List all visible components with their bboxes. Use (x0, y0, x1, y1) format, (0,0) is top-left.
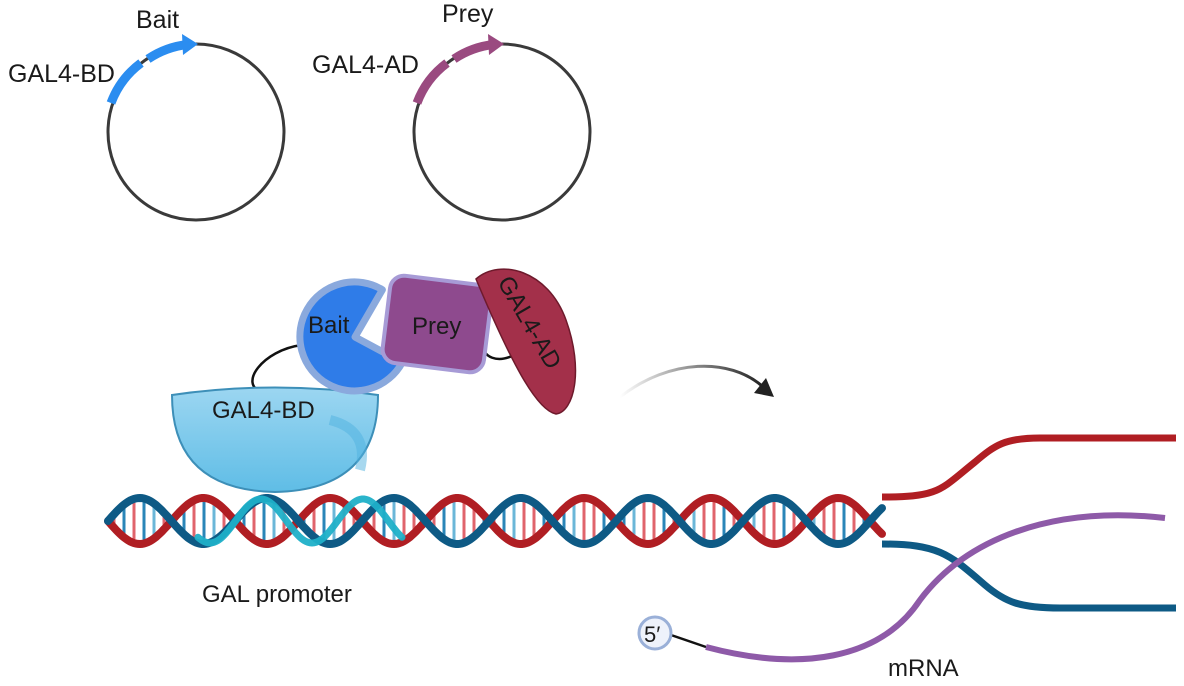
prey-plasmid-vector-label: GAL4-AD (312, 51, 419, 79)
prey-insert-arrowhead (488, 34, 504, 55)
mrna-transcript: 5′ mRNA (637, 512, 1166, 682)
transcription-arrow (619, 364, 774, 399)
prey-shape (380, 273, 494, 375)
transcription-arrow-shaft (619, 364, 763, 399)
bd-bait-linker (251, 343, 303, 394)
gal4-ad-shape (475, 268, 577, 415)
prey-insert-segment (451, 40, 495, 63)
gal4-bd-shading (328, 415, 367, 472)
gal4-ad-domain: GAL4-AD (475, 268, 577, 415)
gal-promoter-label: GAL promoter (202, 581, 352, 608)
bait-insert-arrowhead (182, 34, 198, 55)
bait-label: Bait (308, 312, 350, 339)
bait-plasmid: GAL4-BD Bait (8, 6, 286, 222)
bait-protein: Bait (296, 278, 406, 395)
prey-label: Prey (412, 313, 461, 340)
prey-plasmid: GAL4-AD Prey (312, 0, 592, 222)
prey-protein: Prey (380, 273, 494, 375)
mrna-strand (705, 512, 1166, 663)
bait-plasmid-vector-label: GAL4-BD (8, 60, 115, 88)
gal4-bd-label: GAL4-BD (212, 397, 315, 424)
gal4-bd-domain: GAL4-BD (170, 386, 380, 494)
five-prime-cap (637, 615, 673, 651)
bait-vector-segment (106, 59, 144, 105)
gal4-bd-shape (170, 386, 380, 494)
bait-shape (296, 278, 406, 395)
five-prime-label: 5′ (644, 622, 660, 647)
prey-vector-segment (412, 59, 450, 105)
bait-insert-segment (145, 40, 189, 63)
mrna-label: mRNA (888, 655, 959, 682)
prey-plasmid-insert-label: Prey (442, 0, 494, 28)
template-strand-red (881, 434, 1176, 501)
mrna-5prime-linker (667, 632, 707, 649)
bait-plasmid-insert-label: Bait (136, 6, 179, 34)
coding-strand-navy (881, 540, 1176, 612)
gal-promoter-helix (194, 495, 406, 547)
transcription-arrowhead (754, 378, 774, 397)
